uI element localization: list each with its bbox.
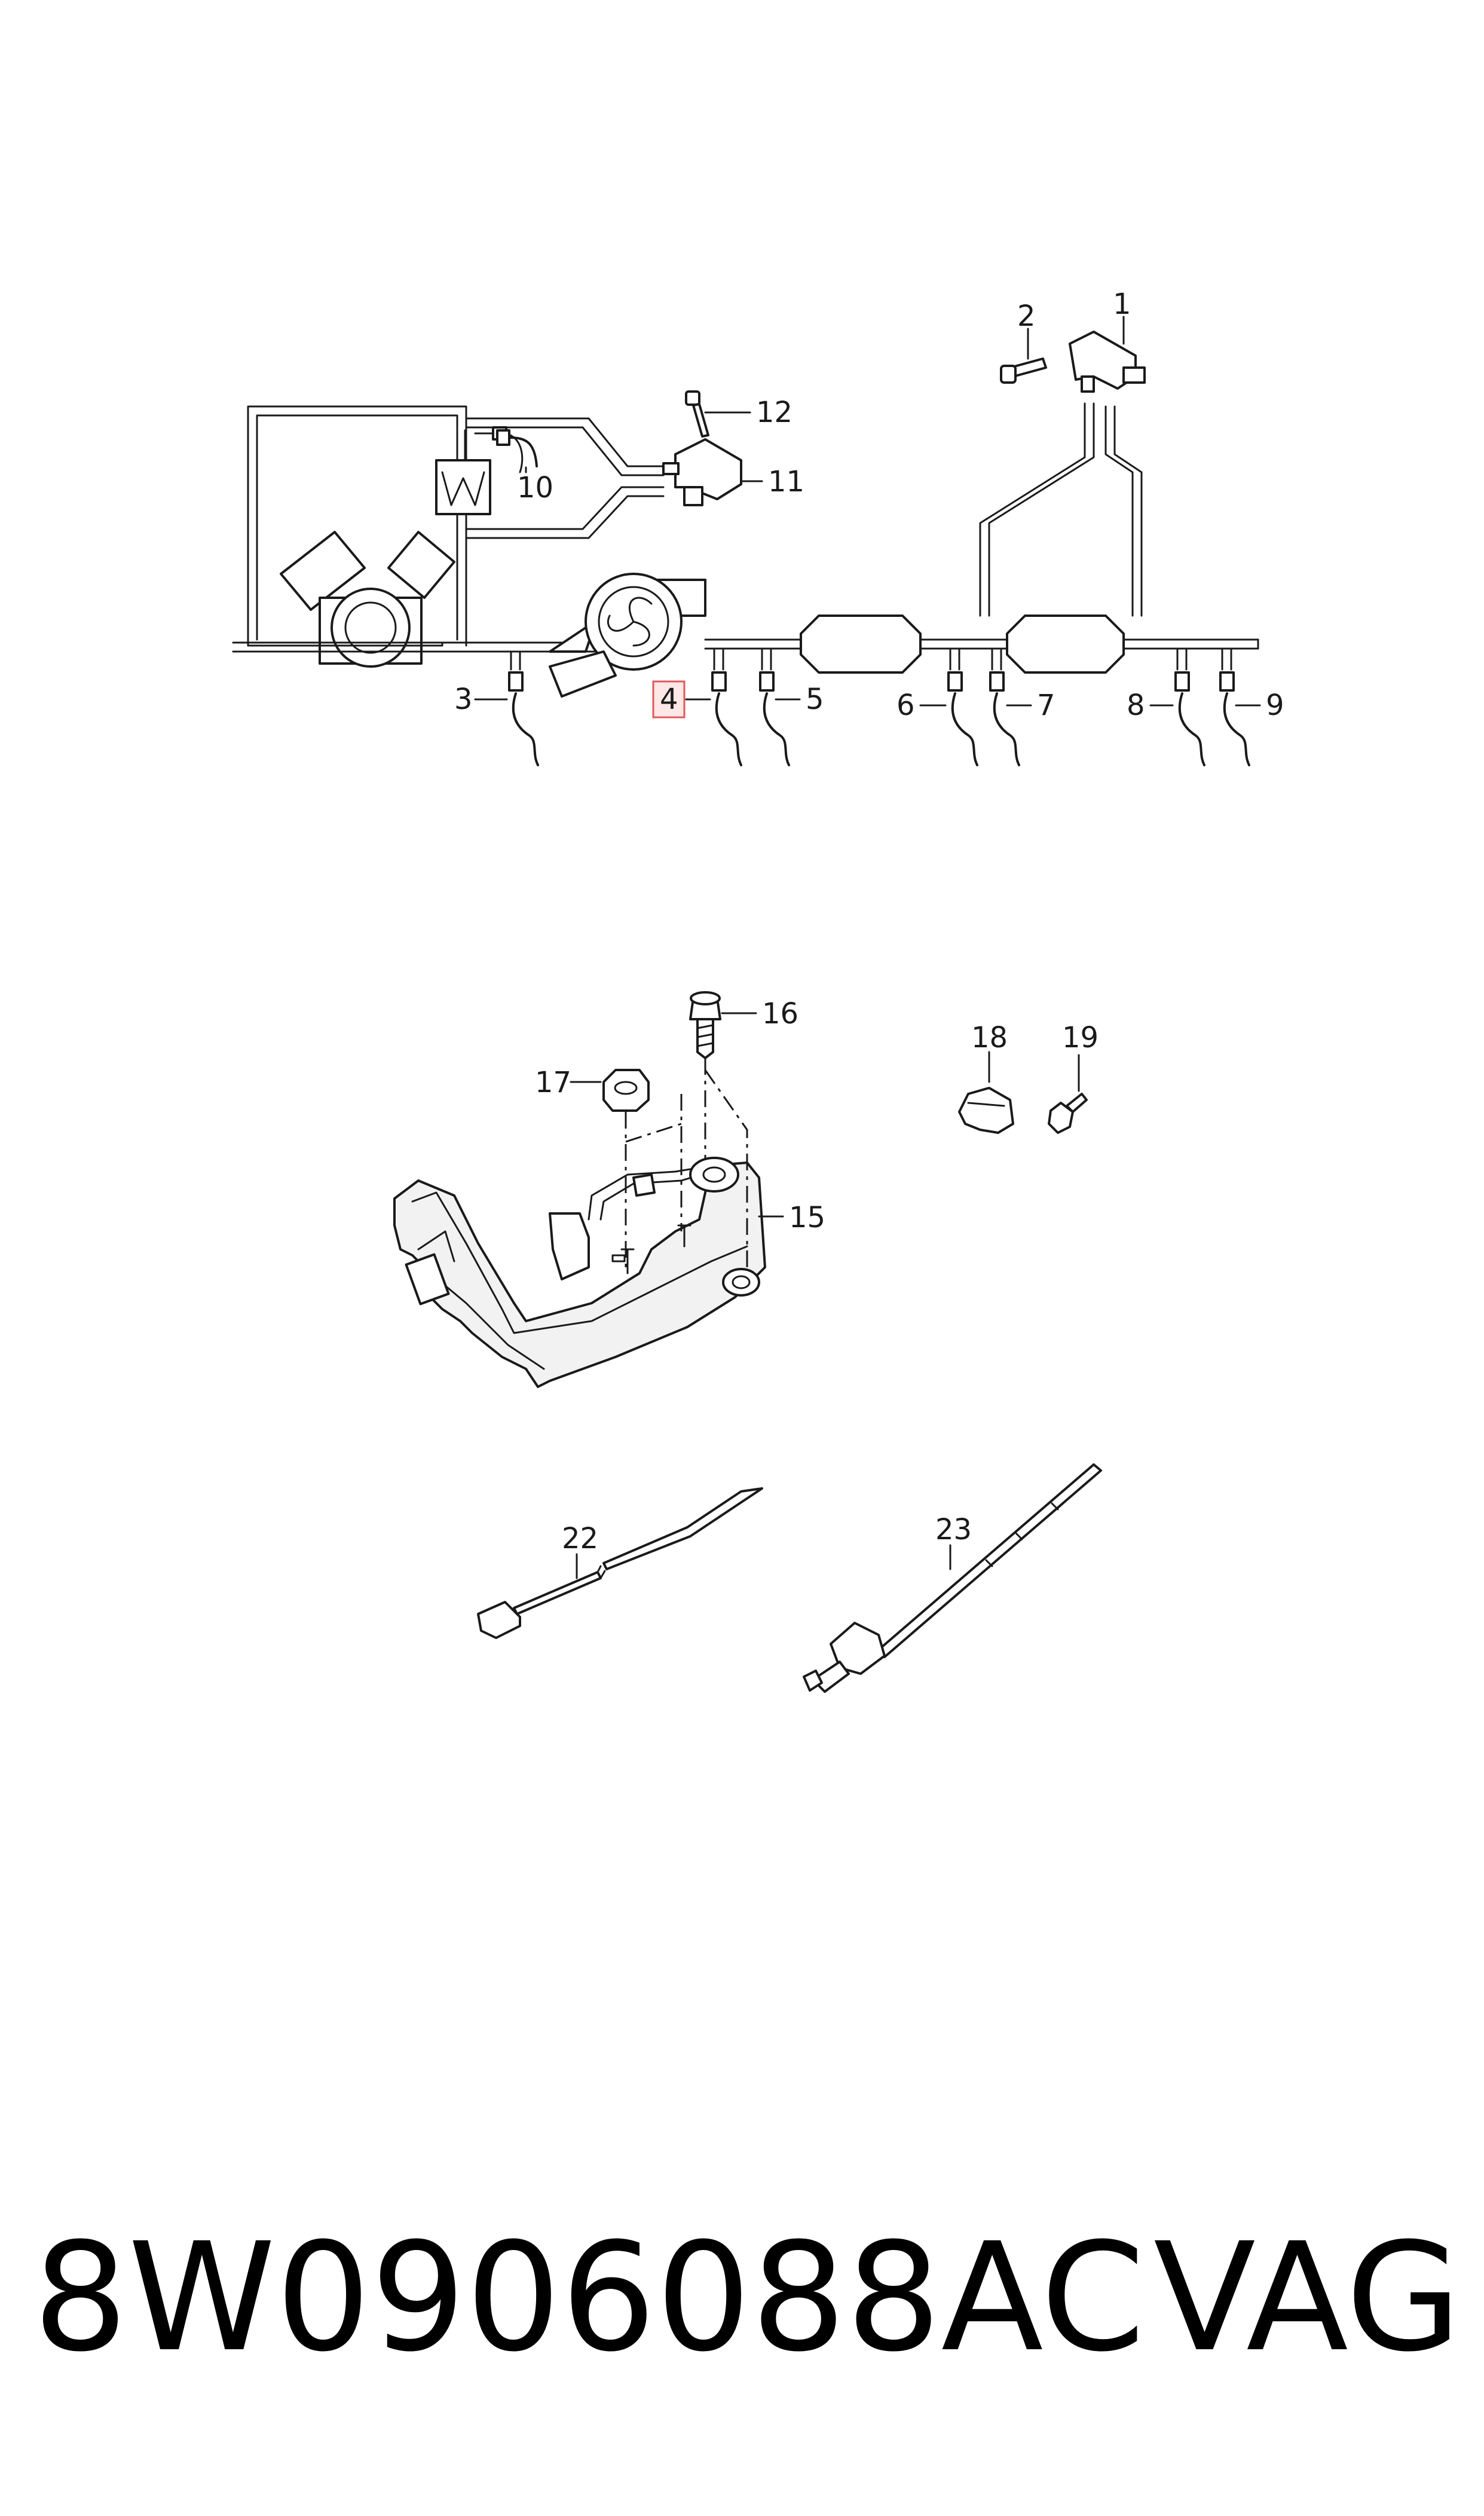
callout-23: 23 [935,1513,972,1546]
callout-22: 22 [562,1522,598,1555]
callout-5: 5 [806,683,824,716]
connector-10 [496,429,538,467]
callout-10: 10 [517,471,553,505]
engine-outline [247,405,467,647]
mount-hole-bottom [722,1268,760,1297]
lambda-sensor-8 [1174,647,1205,766]
lambda-sensor-7 [989,647,1020,766]
catalytic-converter-2 [1006,615,1125,674]
lambda-sensor-4 [711,647,742,766]
callout-2: 2 [1017,299,1036,333]
callout-6: 6 [896,689,915,722]
turbocharger [549,573,706,698]
catalytic-converter-1 [800,615,922,674]
callout-17: 17 [535,1066,571,1099]
callout-18: 18 [971,1021,1008,1054]
callout-3: 3 [454,683,473,716]
clip-18: 18 [958,1021,1014,1134]
callouts-top: 1 2 3 4 5 6 7 8 9 10 11 12 [454,288,1284,722]
lambda-sensor-6 [947,647,978,766]
callout-19: 19 [1062,1021,1099,1054]
callout-4-highlight [652,680,686,719]
callout-7: 7 [1037,689,1055,722]
bolt-2 [1000,357,1047,384]
valve-11 [662,438,742,506]
callouts-bracket: 16 17 15 [535,997,825,1234]
screw-19: 19 [1048,1021,1099,1134]
mount-hole-top [689,1157,739,1193]
sensor-10-box [435,459,491,515]
bracket-assembly [393,991,766,1388]
lambda-sensor-5 [759,647,790,766]
bolt-16 [689,991,721,1059]
brand-name: VAG [1153,2211,1461,2384]
exhaust-schematic [232,331,1259,766]
callout-8: 8 [1127,689,1145,722]
lambda-sensor-9 [1219,647,1250,766]
cable-tie-23: 23 [803,1463,1102,1693]
callout-4: 4 [660,683,678,716]
tie-22-head [477,1601,521,1639]
callout-16: 16 [762,997,798,1031]
callout-12: 12 [756,396,793,429]
bolt-12 [685,390,709,438]
callout-1: 1 [1113,288,1131,321]
callout-11: 11 [768,465,804,499]
bracket-15 [393,1161,766,1388]
callout-9: 9 [1266,689,1284,722]
lambda-sensor-3 [508,650,539,766]
callout-15: 15 [789,1201,825,1234]
part-number: 8W0906088AC [33,2211,1145,2384]
engine-symbol [280,531,455,668]
pressure-sensor-1 [1069,331,1146,393]
nut-17 [602,1069,650,1112]
cable-tie-22: 22 [477,1487,763,1639]
